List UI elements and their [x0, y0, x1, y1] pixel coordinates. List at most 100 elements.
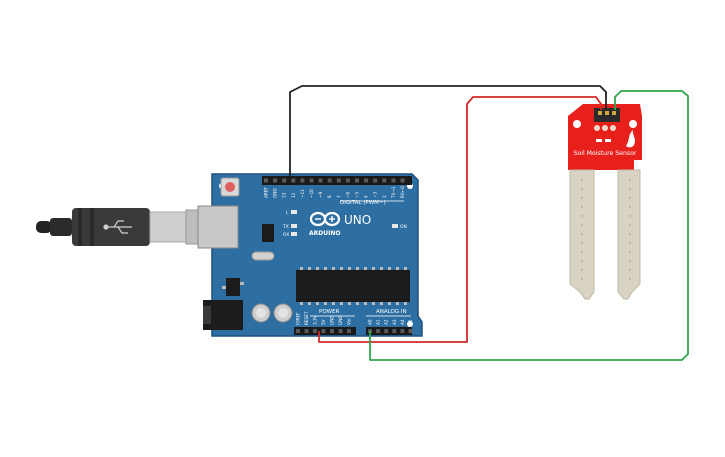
- header-pin[interactable]: [392, 329, 397, 333]
- header-pin[interactable]: [313, 329, 317, 333]
- pin-label: AREF: [264, 187, 269, 198]
- crystal-oscillator: [251, 251, 275, 261]
- header-pin[interactable]: [296, 329, 300, 333]
- usb-icon: [103, 220, 132, 234]
- pin-label: GND: [330, 315, 335, 325]
- pin-label: ~9: [318, 191, 323, 198]
- mounting-hole: [573, 120, 581, 128]
- led-label-tx: TX: [282, 224, 289, 230]
- usb-cable-end: [36, 221, 52, 233]
- pin-label: 7: [336, 195, 341, 198]
- header-pin[interactable]: [309, 178, 314, 183]
- led-label-rx: RX: [283, 232, 289, 238]
- header-pin[interactable]: [273, 178, 278, 183]
- wire-a0[interactable]: [369, 90, 689, 361]
- header-pin[interactable]: [384, 329, 389, 333]
- status-leds: L TX RX ON: [282, 210, 407, 238]
- pin-label: A2: [384, 319, 389, 325]
- capacitor: [251, 303, 271, 323]
- pin-label: 2: [382, 195, 387, 198]
- pin-label: 13: [282, 192, 287, 198]
- pin-label: 5V: [321, 319, 326, 325]
- header-pin[interactable]: [282, 178, 287, 183]
- header-pin[interactable]: [355, 178, 359, 183]
- board-logo-text: ARDUINO: [309, 230, 340, 237]
- header-pin[interactable]: [336, 178, 341, 183]
- probe-traces: [580, 178, 632, 281]
- header-pin[interactable]: [330, 329, 334, 333]
- atmega-chip: [296, 270, 410, 302]
- mounting-hole: [407, 321, 413, 327]
- pin-label: IOREF: [296, 312, 301, 325]
- pin-label: GND: [273, 188, 278, 198]
- wire-5v[interactable]: [318, 96, 602, 343]
- usb-plug-metal: [149, 211, 187, 243]
- pin-label: RESET: [304, 311, 309, 325]
- analog-label: ANALOG IN: [376, 309, 407, 315]
- pin-label: Vin: [347, 318, 352, 325]
- pin-label: RX←0: [400, 186, 405, 198]
- pin-label: A1: [376, 319, 381, 325]
- capacitor: [273, 303, 293, 323]
- header-pin[interactable]: [391, 178, 396, 183]
- pin-label: GND: [338, 315, 343, 325]
- header-pin[interactable]: [364, 178, 369, 183]
- header-pin[interactable]: [345, 178, 350, 183]
- pin-label: ~5: [355, 191, 360, 198]
- mounting-hole: [629, 120, 637, 128]
- header-pin[interactable]: [327, 178, 332, 183]
- header-pin[interactable]: [264, 178, 268, 183]
- header-pin[interactable]: [304, 329, 309, 333]
- led-tx: [291, 224, 297, 228]
- pin-label: A0: [368, 319, 373, 325]
- header-pin[interactable]: [400, 329, 405, 333]
- digital-pin-row: [264, 178, 405, 183]
- pin-label: ~10: [309, 189, 314, 198]
- header-pin[interactable]: [373, 178, 378, 183]
- led-on: [392, 224, 398, 228]
- board-model: UNO: [344, 213, 371, 227]
- pin-label: ~11: [300, 189, 305, 198]
- header-pin[interactable]: [321, 329, 326, 333]
- header-pin[interactable]: [300, 178, 305, 183]
- header-pin[interactable]: [291, 178, 296, 183]
- sensor-label: Soil Moisture Sensor: [574, 150, 637, 157]
- pin-label: A5: [408, 319, 413, 325]
- header-pin[interactable]: [376, 329, 381, 333]
- header-pin[interactable]: [408, 329, 413, 333]
- pin-label: A4: [400, 319, 405, 325]
- pin-label: 4: [364, 195, 369, 198]
- power-pin-row: [296, 329, 351, 333]
- led-label-l: L: [286, 210, 289, 216]
- pin-label: ~3: [373, 191, 378, 198]
- flame-logo-icon: [626, 130, 635, 148]
- header-pin[interactable]: [338, 329, 343, 333]
- arduino-logo-icon: [309, 211, 341, 227]
- header-pin[interactable]: [318, 178, 323, 183]
- reset-button-cap[interactable]: [225, 182, 235, 192]
- chip-pins: [300, 267, 407, 305]
- led-l: [291, 210, 297, 214]
- digital-header-label: DIGITAL (PWM~): [340, 200, 386, 206]
- soil-moisture-sensor[interactable]: Soil Moisture Sensor: [568, 104, 642, 300]
- wire-gnd[interactable]: [289, 85, 607, 176]
- power-label: POWER: [319, 309, 340, 315]
- led-rx: [291, 232, 297, 236]
- pin-label: 3.3V: [313, 315, 318, 325]
- board-usb-jack: [197, 205, 239, 249]
- pin-label: 8: [327, 195, 332, 198]
- header-pin[interactable]: [347, 329, 351, 333]
- voltage-regulator: [262, 224, 274, 242]
- pin-label: A3: [392, 319, 397, 325]
- analog-header: [366, 327, 412, 335]
- header-pin[interactable]: [400, 178, 405, 183]
- sensor-pcb: [568, 104, 642, 170]
- pin-label: TX→1: [391, 186, 396, 199]
- pin-label: 12: [291, 192, 296, 198]
- header-pin[interactable]: [382, 178, 387, 183]
